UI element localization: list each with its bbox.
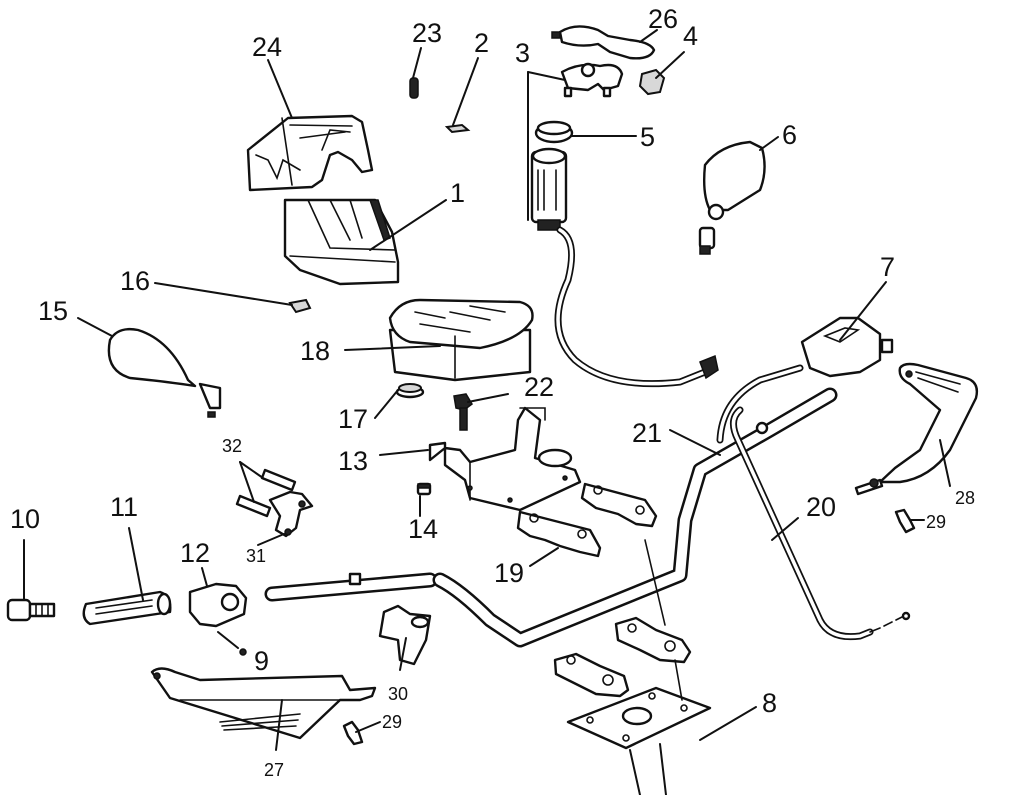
callout-6: 6 (782, 120, 797, 150)
part-27-hand-guard (150, 667, 377, 740)
callout-21: 21 (632, 418, 662, 448)
part-16-connector (288, 298, 312, 314)
part-31-clamp (268, 490, 314, 538)
lower-clamps (553, 616, 692, 698)
part-5-switch-cap (534, 120, 574, 144)
part-29-pin-right (894, 508, 916, 534)
part-7-master-cylinder (800, 316, 894, 378)
part-1-headlight-housing (283, 198, 400, 286)
part-13-bracket (428, 406, 582, 512)
part-14-nut (416, 482, 432, 496)
callout-29-right: 29 (926, 512, 946, 532)
part-2-clip (444, 123, 471, 134)
callout-2: 2 (474, 28, 489, 58)
callout-23: 23 (412, 18, 442, 48)
callout-10: 10 (10, 504, 40, 534)
callout-4: 4 (683, 21, 698, 51)
callout-16: 16 (120, 266, 150, 296)
part-15-left-mirror (107, 327, 222, 418)
callout-17: 17 (338, 404, 368, 434)
callout-31: 31 (246, 546, 266, 566)
part-6-right-mirror (698, 140, 766, 255)
part-29-pin-left (342, 720, 364, 746)
part-32-pins (235, 468, 297, 518)
callout-14: 14 (408, 514, 438, 544)
callout-12: 12 (180, 538, 210, 568)
part-9-screw (239, 648, 247, 656)
leader-lines (23, 29, 951, 751)
callout-22: 22 (524, 372, 554, 402)
callout-19: 19 (494, 558, 524, 588)
callout-5: 5 (640, 122, 655, 152)
callout-30: 30 (388, 684, 408, 704)
part-30-clamp (378, 604, 432, 666)
part-20-brake-cable (716, 364, 911, 641)
callout-20: 20 (806, 492, 836, 522)
callout-28: 28 (955, 488, 975, 508)
callout-13: 13 (338, 446, 368, 476)
part-18-instrument-cluster (388, 298, 534, 382)
callout-26: 26 (648, 4, 678, 34)
part-28-brake-lever (854, 362, 979, 496)
part-24-upper-cover (246, 114, 374, 192)
callout-7: 7 (880, 252, 895, 282)
callout-15: 15 (38, 296, 68, 326)
callout-32: 32 (222, 436, 242, 456)
callout-27: 27 (264, 760, 284, 780)
alignment-lines (644, 539, 683, 701)
callout-24: 24 (252, 32, 282, 62)
part-12-throttle-housing (188, 582, 248, 628)
part-19-upper-clamps (516, 482, 658, 558)
callout-1: 1 (450, 178, 465, 208)
callout-29-left: 29 (382, 712, 402, 732)
part-10-bar-end-bolt (6, 598, 56, 622)
callout-11: 11 (110, 492, 138, 522)
part-21-handlebar (432, 387, 838, 648)
callout-18: 18 (300, 336, 330, 366)
handlebar-left-tube (264, 572, 438, 602)
callout-9: 9 (254, 646, 269, 676)
part-23-bulb (409, 77, 419, 99)
ignition-wiring (554, 226, 719, 388)
part-8-mount-plate (566, 686, 712, 795)
part-3-ignition-switch (530, 62, 624, 231)
part-26-switch-cover (551, 25, 656, 60)
callout-3: 3 (515, 38, 530, 68)
part-17-cap (395, 383, 425, 399)
part-22-bolt (453, 393, 473, 431)
callout-8: 8 (762, 688, 777, 718)
callout-labels: 1 2 3 4 5 6 7 8 9 10 11 12 13 14 15 16 1… (10, 4, 975, 780)
part-11-grip (82, 590, 172, 626)
